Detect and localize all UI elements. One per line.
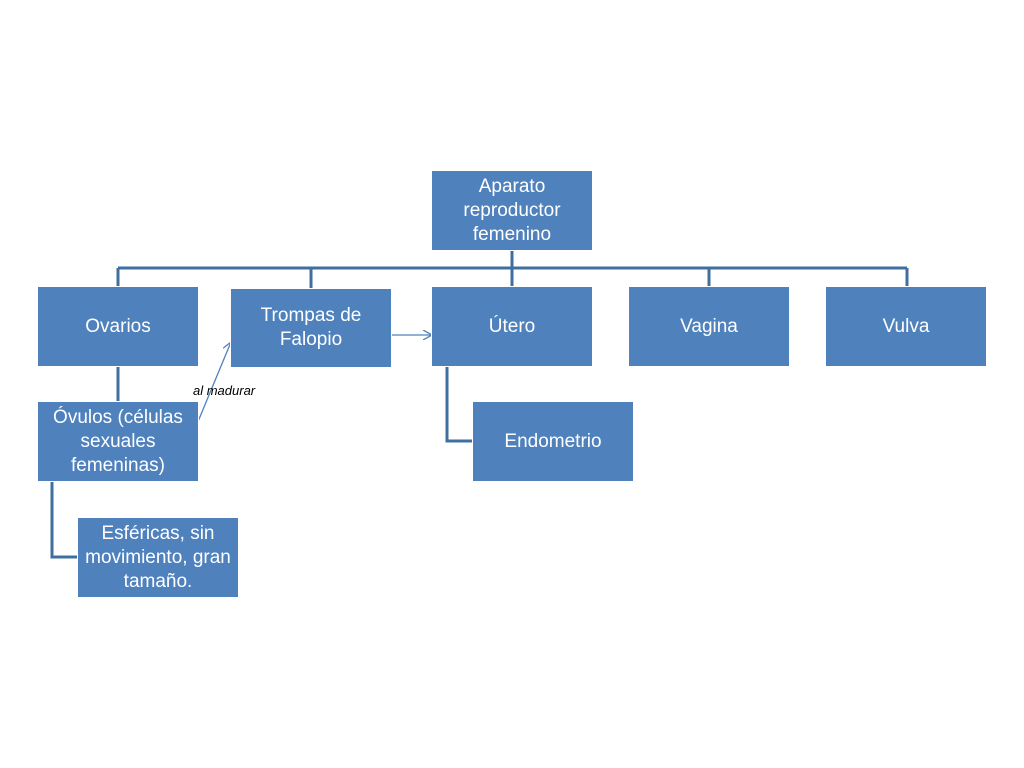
- arrow-ovulos-to-trompas: [196, 342, 231, 425]
- node-ovarios: Ovarios: [37, 286, 199, 367]
- node-label: Vulva: [882, 315, 930, 337]
- node-label: Ovarios: [85, 315, 151, 337]
- node-aparato-reproductor-femenino: Aparato reproductor femenino: [431, 170, 593, 251]
- node-endometrio: Endometrio: [472, 401, 634, 482]
- node-vulva: Vulva: [825, 286, 987, 367]
- node-ovulos: Óvulos (células sexuales femeninas): [37, 401, 199, 482]
- node-esfericas: Esféricas, sin movimiento, gran tamaño.: [77, 517, 239, 598]
- node-label: Útero: [488, 315, 536, 337]
- node-utero: Útero: [431, 286, 593, 367]
- edge-label-al-madurar: al madurar: [193, 383, 256, 398]
- connector-ovulos-esfericas: [50, 482, 78, 559]
- node-label: Endometrio: [504, 430, 602, 452]
- connector-utero-endometrio: [445, 366, 473, 443]
- node-label: Aparato reproductor femenino: [463, 175, 561, 245]
- node-label: Trompas de Falopio: [260, 305, 362, 350]
- node-trompas-de-falopio: Trompas de Falopio: [230, 288, 392, 368]
- node-label: Esféricas, sin movimiento, gran tamaño.: [85, 522, 231, 592]
- node-label: Óvulos (células sexuales femeninas): [53, 406, 183, 476]
- node-label: Vagina: [680, 315, 738, 337]
- node-vagina: Vagina: [628, 286, 790, 367]
